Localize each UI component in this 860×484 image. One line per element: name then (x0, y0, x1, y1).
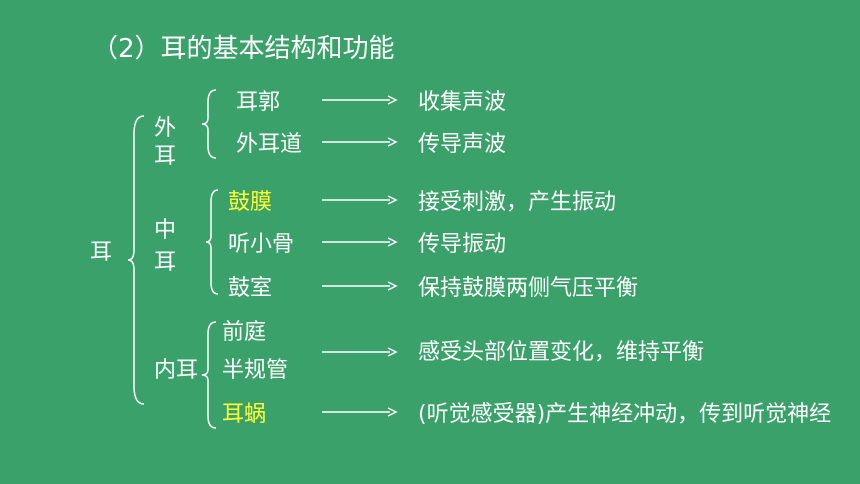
arrow-icon (322, 281, 398, 291)
item-semicircular-canals: 半规管 (222, 358, 289, 383)
item-cochlea: 耳蜗 (222, 402, 267, 427)
outer-ear-label-1: 外 (154, 116, 177, 141)
inner-ear-brace (201, 321, 217, 429)
func-ear-canal: 传导声波 (418, 132, 507, 157)
item-pinna: 耳郭 (236, 90, 281, 115)
item-vestibule: 前庭 (222, 320, 267, 345)
item-ossicles: 听小骨 (228, 232, 295, 257)
middle-ear-label-1: 中 (154, 218, 177, 243)
arrow-icon (322, 137, 398, 147)
root-label: 耳 (90, 240, 113, 265)
item-eardrum: 鼓膜 (228, 190, 273, 215)
func-eardrum: 接受刺激，产生振动 (418, 190, 617, 215)
arrow-icon (322, 407, 398, 417)
func-ossicles: 传导振动 (418, 232, 507, 257)
arrow-icon (322, 237, 398, 247)
root-brace (127, 115, 145, 405)
item-tympanic-cavity: 鼓室 (228, 276, 273, 301)
func-cochlea: (听觉感受器)产生神经冲动，传到听觉神经 (418, 402, 832, 427)
arrow-icon (322, 95, 398, 105)
arrow-icon (322, 195, 398, 205)
middle-ear-brace (205, 189, 219, 295)
func-pinna: 收集声波 (418, 90, 507, 115)
arrow-icon (322, 347, 398, 357)
func-tympanic-cavity: 保持鼓膜两侧气压平衡 (418, 276, 639, 301)
inner-ear-label: 内耳 (154, 358, 199, 383)
outer-ear-label-2: 耳 (154, 144, 177, 169)
outer-ear-brace (201, 89, 217, 159)
item-ear-canal: 外耳道 (236, 132, 303, 157)
middle-ear-label-2: 耳 (154, 250, 177, 275)
page-title: （2）耳的基本结构和功能 (92, 34, 395, 64)
func-semicircular-canals: 感受头部位置变化，维持平衡 (418, 340, 705, 365)
